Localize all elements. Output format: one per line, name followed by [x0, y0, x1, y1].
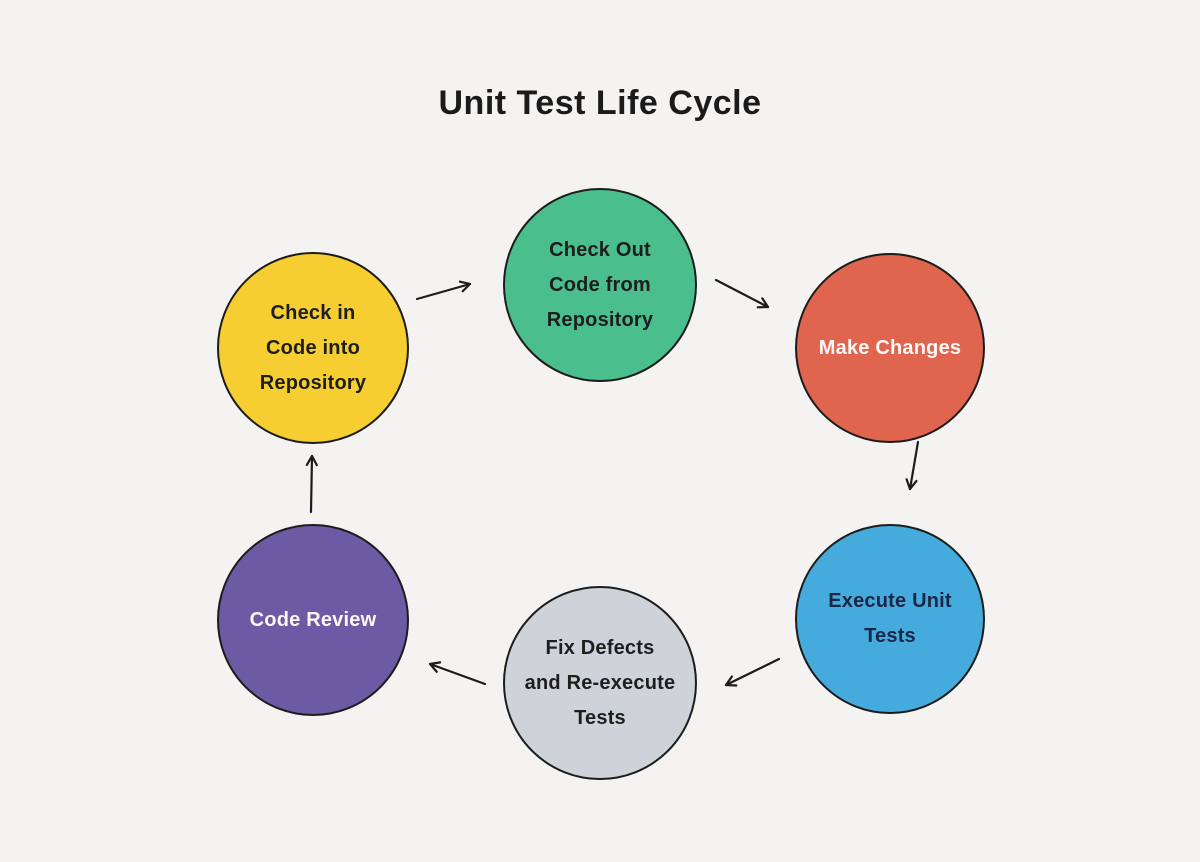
page-title: Unit Test Life Cycle [438, 84, 762, 122]
arrow-makechanges-to-execute [905, 440, 920, 491]
arrow-fixdefects-to-codereview [428, 661, 487, 686]
node-code-review: Code Review [217, 524, 409, 716]
arrow-checkin-to-checkout [415, 280, 472, 301]
node-code-review-label: Code Review [249, 608, 377, 631]
arrow-codereview-to-checkin [305, 454, 318, 514]
arrow-execute-to-fixdefects [724, 657, 781, 687]
node-make-changes: Make Changes [795, 253, 985, 443]
node-make-changes-label: Make Changes [818, 336, 962, 359]
node-check-out-code-label: Check Out Code from Repository [546, 238, 654, 331]
node-fix-defects-label: Fix Defects and Re-execute Tests [524, 636, 676, 729]
node-check-out-code: Check Out Code from Repository [503, 188, 697, 382]
node-check-in-code: Check in Code into Repository [217, 252, 409, 444]
node-fix-defects: Fix Defects and Re-execute Tests [503, 586, 697, 780]
node-execute-unit-tests-label: Execute Unit Tests [828, 590, 952, 647]
arrow-checkout-to-makechanges [714, 278, 770, 309]
node-execute-unit-tests: Execute Unit Tests [795, 524, 985, 714]
node-check-in-code-label: Check in Code into Repository [259, 301, 367, 394]
